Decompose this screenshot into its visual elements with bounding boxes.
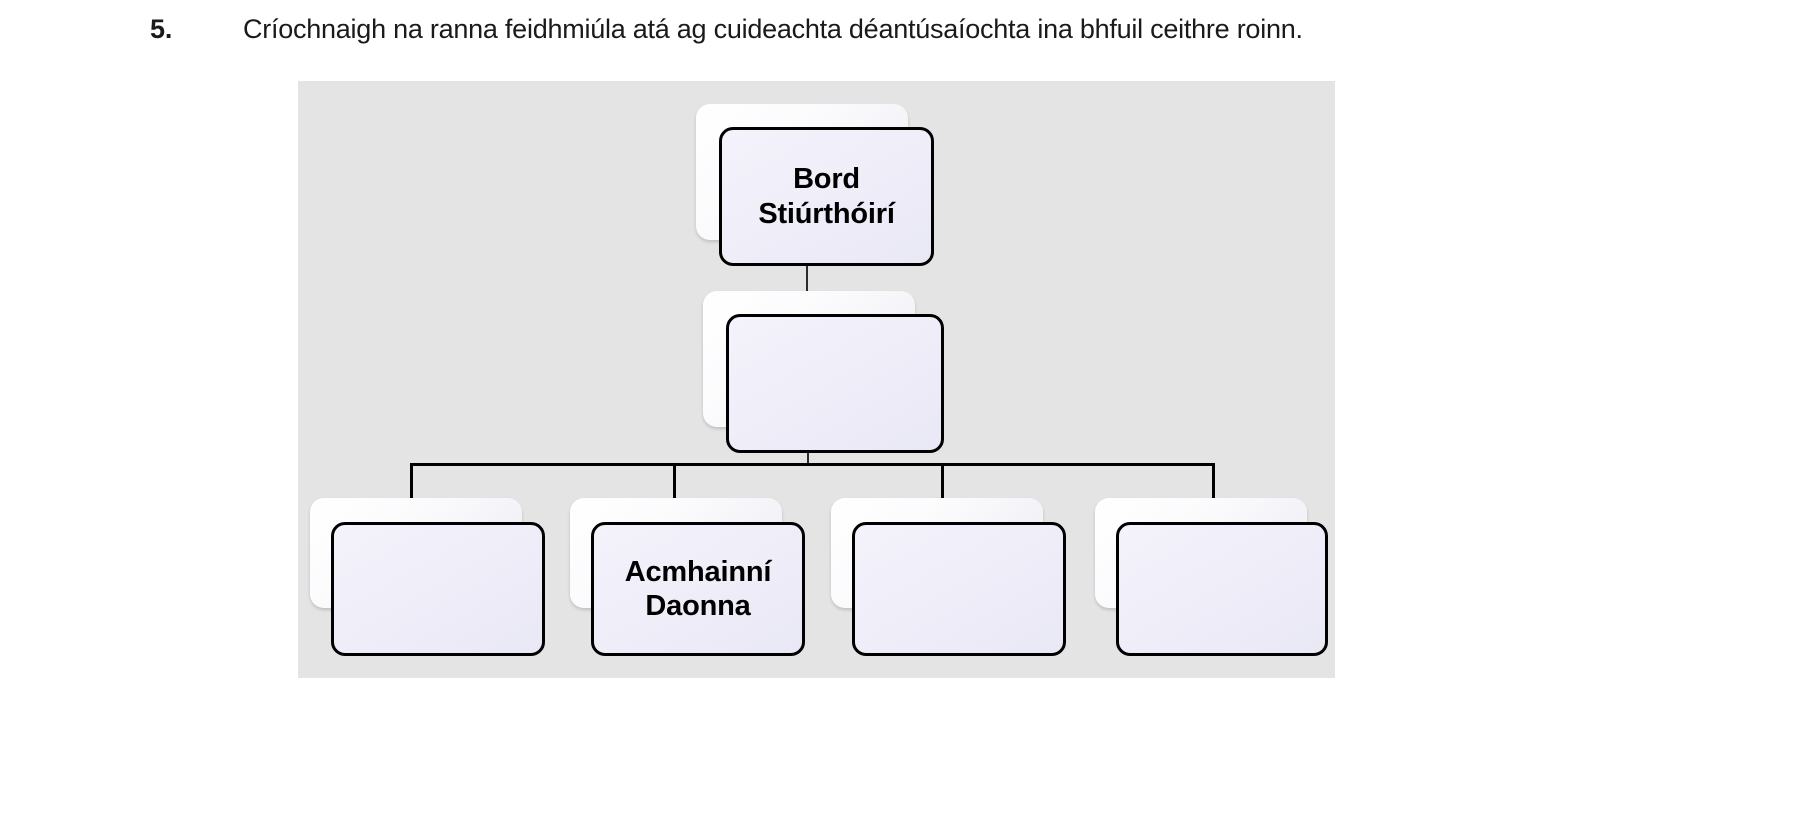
connector-drop-4 — [1212, 463, 1215, 498]
org-node-board-frontplate[interactable]: Bord Stiúrthóirí — [719, 127, 934, 266]
org-node-managing-director-frontplate[interactable] — [726, 314, 944, 453]
org-node-dept-4[interactable] — [1095, 498, 1328, 656]
org-node-board[interactable]: Bord Stiúrthóirí — [696, 104, 934, 266]
connector-horizontal-bus — [410, 463, 1215, 466]
org-node-dept-3-frontplate[interactable] — [852, 522, 1066, 656]
connector-drop-3 — [941, 463, 944, 498]
org-node-dept-2[interactable]: Acmhainní Daonna — [570, 498, 805, 656]
question-text: Críochnaigh na ranna feidhmiúla atá ag c… — [243, 14, 1303, 44]
org-node-dept-4-frontplate[interactable] — [1116, 522, 1328, 656]
question-number: 5. — [150, 14, 173, 44]
org-node-dept-1[interactable] — [310, 498, 545, 656]
question-row: 5. Críochnaigh na ranna feidhmiúla atá a… — [0, 0, 1818, 70]
org-node-dept-2-label: Acmhainní Daonna — [624, 555, 772, 622]
connector-drop-1 — [410, 463, 413, 498]
connector-board-to-md — [806, 241, 808, 299]
org-node-managing-director[interactable] — [703, 291, 944, 453]
org-node-dept-1-frontplate[interactable] — [331, 522, 545, 656]
org-node-dept-3[interactable] — [831, 498, 1066, 656]
org-node-board-label: Bord Stiúrthóirí — [758, 163, 895, 230]
connector-drop-2 — [673, 463, 676, 498]
org-chart-panel: Bord Stiúrthóirí Acmhainní Daonna — [298, 81, 1335, 678]
org-node-dept-2-frontplate[interactable]: Acmhainní Daonna — [591, 522, 805, 656]
